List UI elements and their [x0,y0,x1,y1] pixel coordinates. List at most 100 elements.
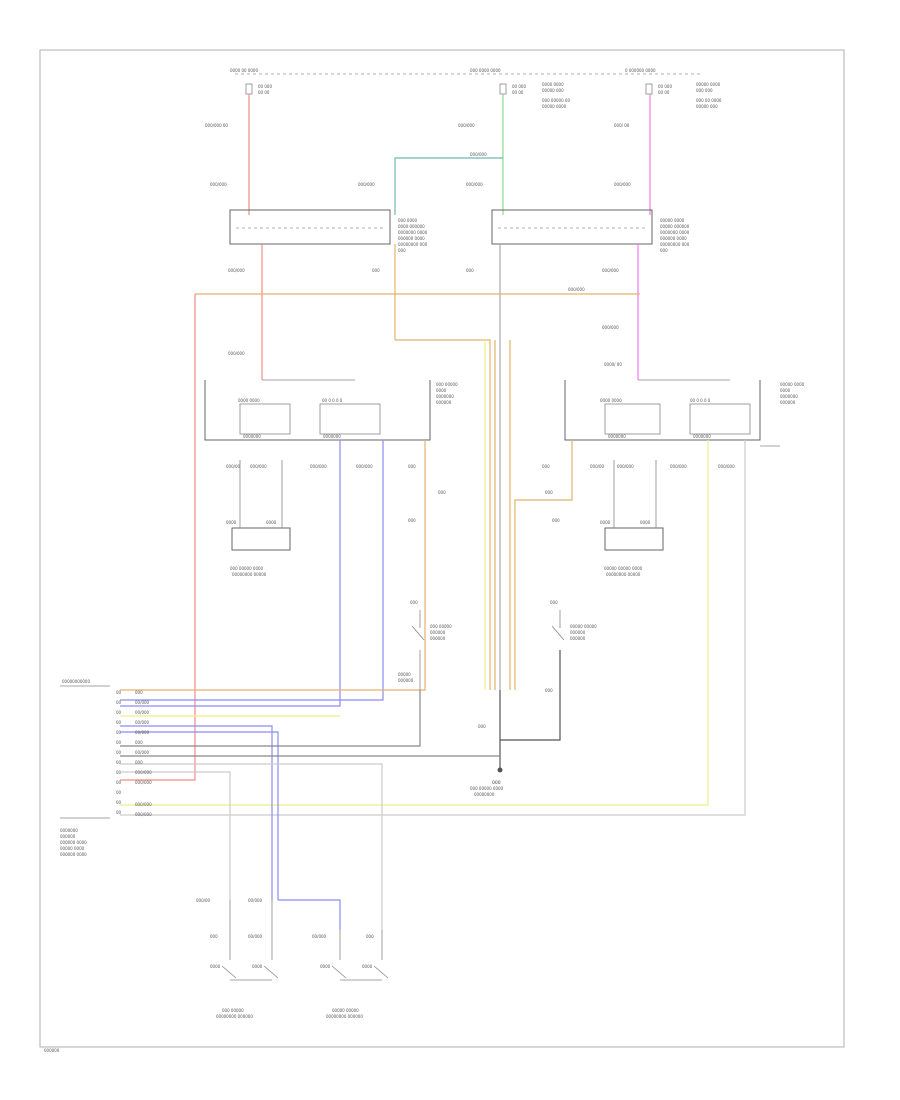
svg-text:0000000: 0000000 [608,434,626,439]
svg-text:00 00: 00 00 [512,90,524,95]
svg-text:0000: 0000 [226,520,237,525]
svg-text:000: 000 [492,780,501,786]
wire-blue-lower [278,899,341,930]
svg-text:000/000: 000/000 [617,464,634,469]
svg-text:00: 00 [116,690,122,695]
svg-text:0 000000 0000: 0 000000 0000 [625,68,656,73]
svg-text:000 00000 00: 000 00000 00 [542,98,570,103]
left-seat-memory-module: 000 0000 0000 000000 0000000 0000 000000… [229,209,428,253]
svg-text:000: 000 [550,600,558,605]
svg-text:00000000 000: 00000000 000 [398,242,428,247]
svg-text:000/000: 000/000 [568,287,585,292]
svg-text:00/000: 00/000 [248,898,263,903]
svg-text:00: 00 [116,770,122,775]
svg-text:000000: 000000 [780,400,796,405]
wire-gray-right [120,440,746,816]
svg-text:000: 000 [408,464,416,469]
svg-text:00: 00 [116,790,122,795]
svg-text:000: 000 [408,518,416,523]
svg-text:00 000: 00 000 [258,84,272,89]
svg-text:000/000: 000/000 [670,464,687,469]
svg-text:00000 000000: 00000 000000 [660,224,690,229]
right-seat-memory-module: 00000 0000 00000 000000 0000000 0000 000… [491,209,690,253]
svg-text:000: 000 [466,268,474,273]
svg-text:000000 0000: 000000 0000 [398,236,425,241]
svg-text:0000 0000: 0000 0000 [542,82,564,87]
svg-text:0000000: 0000000 [323,434,341,439]
svg-text:000/000: 000/000 [470,152,487,157]
left-seat-control-switch: 0000 0000 00 0 0 0 0 0000000 0000000 000… [204,379,458,441]
svg-text:000/000: 000/000 [210,182,227,187]
svg-text:00000 0000: 00000 0000 [542,104,567,109]
svg-text:00000000: 00000000 [474,792,495,797]
wire-yellow-right [120,440,709,806]
svg-text:00000 0000: 00000 0000 [696,82,721,87]
left-seat-memory-switch: 000/00 00/000 000 00/000 0000 0000 000 0… [196,898,279,1019]
svg-text:000 00000: 000 00000 [430,624,452,629]
svg-text:0000000: 0000000 [780,394,798,399]
svg-text:00: 00 [116,750,122,755]
svg-text:000: 000 [210,934,218,939]
wire-red-left-main [120,294,196,781]
svg-text:00000000 000000: 00000000 000000 [326,1014,363,1019]
svg-text:000 00000: 000 00000 [436,382,458,387]
right-door-switch: 000 00000 00000 000000 000000 000 [500,600,597,741]
svg-text:000/000: 000/000 [602,268,619,273]
svg-text:0000: 0000 [600,520,611,525]
left-seat-memory-motor: 000/00 000/000 0000 0000 000 00000 0000 … [226,460,291,577]
svg-text:0000 0000: 0000 0000 [238,398,260,403]
wire-harness-blue-a [120,725,273,900]
svg-text:00: 00 [116,700,122,705]
svg-text:000/000 00: 000/000 00 [205,123,228,128]
svg-text:000/000: 000/000 [614,182,631,187]
svg-text:00000000 000: 00000000 000 [660,242,690,247]
svg-text:00000000 00000: 00000000 00000 [232,572,267,577]
wire-orange-right [514,440,573,690]
harness-connector: 00000000000 0000000 000000 000000 0000 0… [60,679,122,857]
svg-text:0000: 0000 [362,964,373,969]
svg-text:0000000: 0000000 [436,394,454,399]
svg-text:000000: 000000 [430,636,446,641]
svg-text:000/ 00: 000/ 00 [614,123,630,128]
svg-text:000: 000 [552,518,560,523]
svg-text:00 00: 00 00 [258,90,270,95]
svg-text:0000000: 0000000 [243,434,261,439]
left-door-switch: 000 000 00000 000000 000000 00000 000000 [398,600,452,690]
svg-text:000/00: 000/00 [590,464,605,469]
svg-text:000: 000 [135,760,143,765]
right-seat-memory-switch: 00/000 000 0000 0000 00000 00000 0000000… [312,930,389,1019]
svg-text:000: 000 [410,600,418,605]
svg-text:000: 000 [135,690,143,695]
wire-harness-light-b [120,771,231,900]
fuse-right: 0 000000 0000 00 000 00 00 00000 0000 00… [625,68,722,109]
svg-text:00000 00000: 00000 00000 [332,1008,359,1013]
wire-yellow-left [120,440,426,691]
svg-text:000: 000 [398,248,406,253]
svg-text:00: 00 [116,760,122,765]
svg-text:000: 000 [660,248,668,253]
svg-text:000/00: 000/00 [196,898,211,903]
ground-point: 000 000 000 00000 0000 00000000 [470,690,504,797]
svg-text:0000: 0000 [252,964,263,969]
svg-text:000/000: 000/000 [228,351,245,356]
wire-blue-left-b [120,440,384,701]
svg-text:00000000000: 00000000000 [62,679,90,684]
wire-blue-left-a [120,440,341,707]
svg-text:00/000: 00/000 [135,720,150,725]
svg-text:00: 00 [116,810,122,815]
svg-text:0000: 0000 [640,520,651,525]
svg-text:000/000: 000/000 [458,123,475,128]
wire-harness-gray-a [120,690,421,747]
svg-text:0000: 0000 [266,520,277,525]
svg-text:0000000 0000: 0000000 0000 [660,230,690,235]
svg-text:0000: 0000 [320,964,331,969]
svg-text:000000: 000000 [436,400,452,405]
svg-text:00000000 00000: 00000000 00000 [606,572,641,577]
svg-text:00/000: 00/000 [135,710,150,715]
svg-text:00000 000: 00000 000 [542,88,564,93]
svg-text:00/000: 00/000 [135,750,150,755]
svg-text:000: 000 [545,688,553,693]
svg-text:00 000: 00 000 [658,84,672,89]
svg-text:000/00: 000/00 [226,464,241,469]
svg-text:000000 0000: 000000 0000 [60,840,87,845]
